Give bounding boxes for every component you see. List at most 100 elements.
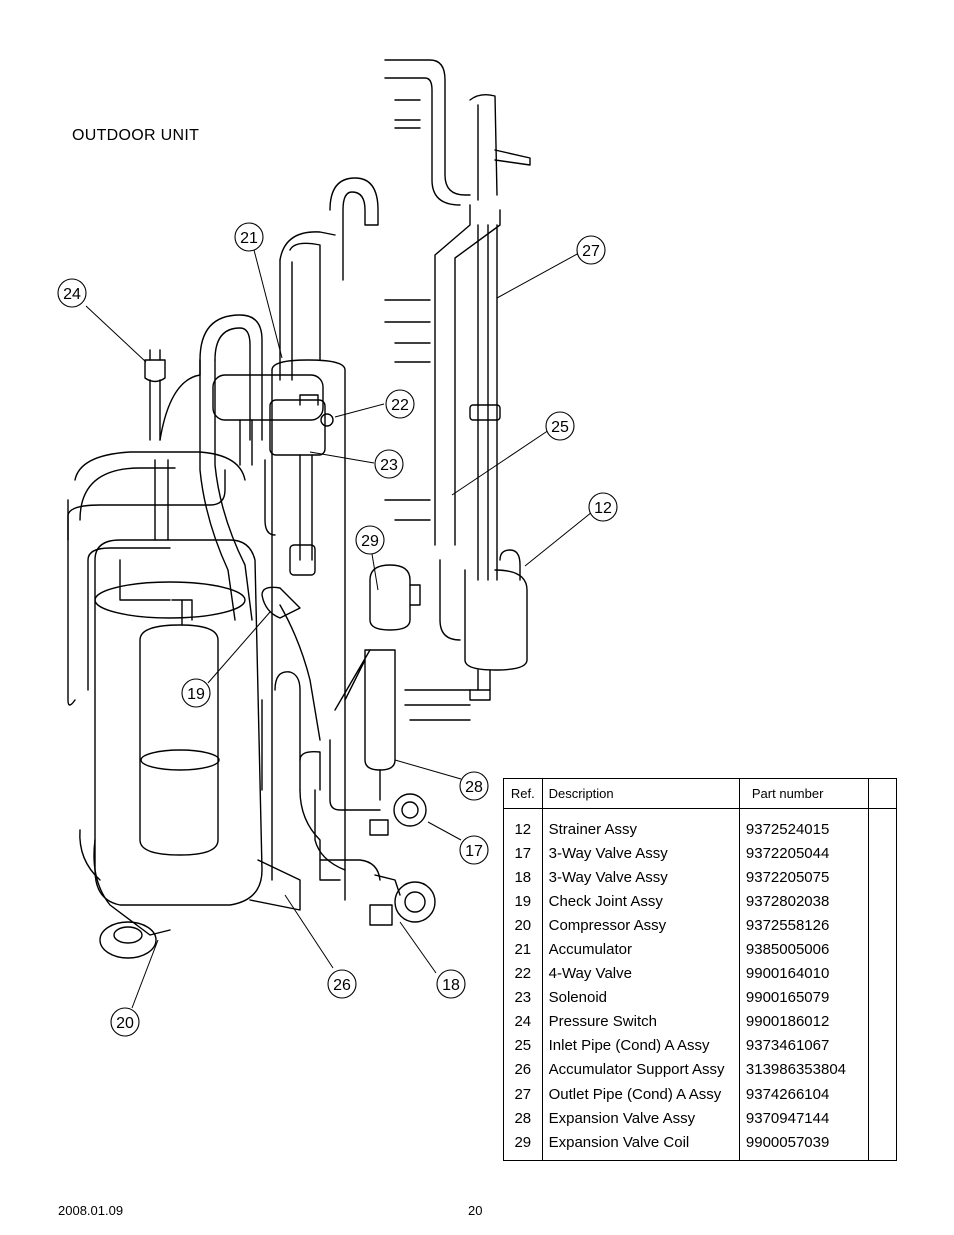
center-column-drawing bbox=[261, 359, 346, 901]
blank-cell bbox=[868, 962, 896, 986]
description-cell: Strainer Assy bbox=[542, 808, 740, 842]
ref-cell: 12 bbox=[503, 808, 543, 842]
svg-text:26: 26 bbox=[333, 977, 351, 994]
svg-text:24: 24 bbox=[63, 286, 81, 303]
description-cell: 4-Way Valve bbox=[542, 961, 740, 986]
blank-cell bbox=[868, 841, 896, 865]
col-header-description: Description bbox=[542, 778, 740, 809]
ref-cell: 17 bbox=[503, 841, 543, 866]
right-pipes-drawing bbox=[384, 59, 531, 721]
part-number-cell: 9900164010 bbox=[739, 961, 869, 986]
part-number-cell: 9900186012 bbox=[739, 1009, 869, 1034]
blank-cell bbox=[868, 937, 896, 961]
ref-cell: 21 bbox=[503, 937, 543, 962]
ref-cell: 27 bbox=[503, 1082, 543, 1107]
callout-28: 28 bbox=[459, 771, 489, 801]
callout-18: 18 bbox=[436, 969, 466, 999]
description-cell: Accumulator Support Assy bbox=[542, 1057, 740, 1083]
svg-text:19: 19 bbox=[187, 686, 205, 703]
callout-17: 17 bbox=[459, 835, 489, 865]
blank-cell bbox=[868, 1010, 896, 1034]
description-cell: Outlet Pipe (Cond) A Assy bbox=[542, 1082, 740, 1107]
callout-21: 21 bbox=[234, 222, 264, 252]
blank-cell bbox=[868, 865, 896, 889]
part-number-cell: 9373461067 bbox=[739, 1033, 869, 1058]
ref-cell: 23 bbox=[503, 985, 543, 1010]
callout-29: 29 bbox=[355, 525, 385, 555]
page-number: 20 bbox=[468, 1203, 483, 1218]
svg-text:18: 18 bbox=[442, 977, 460, 994]
description-cell: Expansion Valve Assy bbox=[542, 1106, 740, 1131]
svg-text:23: 23 bbox=[380, 457, 398, 474]
description-cell: Compressor Assy bbox=[542, 913, 740, 938]
accumulator-drawing bbox=[119, 559, 220, 856]
ref-cell: 26 bbox=[503, 1057, 543, 1083]
callout-22: 22 bbox=[385, 389, 415, 419]
part-number-cell: 9385005006 bbox=[739, 937, 869, 962]
part-number-cell: 9372558126 bbox=[739, 913, 869, 938]
callout-23: 23 bbox=[374, 449, 404, 479]
blank-cell bbox=[868, 986, 896, 1010]
description-cell: Expansion Valve Coil bbox=[542, 1130, 740, 1161]
blank-cell bbox=[868, 1106, 896, 1130]
footer-date: 2008.01.09 bbox=[58, 1203, 124, 1218]
col-header-blank bbox=[868, 778, 897, 809]
ref-cell: 29 bbox=[503, 1130, 543, 1161]
blank-cell bbox=[868, 1034, 896, 1058]
part-number-cell: 9372524015 bbox=[739, 808, 869, 842]
callout-26: 26 bbox=[327, 969, 357, 999]
ref-cell: 22 bbox=[503, 961, 543, 986]
svg-text:21: 21 bbox=[240, 230, 258, 247]
svg-text:29: 29 bbox=[361, 533, 379, 550]
description-cell: Accumulator bbox=[542, 937, 740, 962]
three-way-valves-drawing bbox=[319, 793, 436, 926]
part-number-cell: 9900057039 bbox=[739, 1130, 869, 1161]
callout-20: 20 bbox=[110, 1007, 140, 1037]
ref-cell: 25 bbox=[503, 1033, 543, 1058]
part-number-cell: 9372205075 bbox=[739, 865, 869, 890]
svg-text:20: 20 bbox=[116, 1015, 134, 1032]
expansion-valve-drawing bbox=[329, 564, 421, 811]
part-number-cell: 9900165079 bbox=[739, 985, 869, 1010]
pressure-switch-drawing bbox=[144, 349, 166, 383]
blank-cell bbox=[868, 1130, 896, 1161]
blank-cell bbox=[868, 913, 896, 937]
svg-text:17: 17 bbox=[465, 843, 483, 860]
svg-text:12: 12 bbox=[594, 500, 612, 517]
description-cell: Pressure Switch bbox=[542, 1009, 740, 1034]
col-header-part-number: Part number bbox=[739, 778, 869, 809]
col-header-ref: Ref. bbox=[503, 778, 543, 809]
description-cell: Check Joint Assy bbox=[542, 889, 740, 914]
description-cell: Inlet Pipe (Cond) A Assy bbox=[542, 1033, 740, 1058]
part-number-cell: 9372205044 bbox=[739, 841, 869, 866]
description-cell: Solenoid bbox=[542, 985, 740, 1010]
svg-text:27: 27 bbox=[582, 243, 600, 260]
ref-cell: 18 bbox=[503, 865, 543, 890]
four-way-valve-drawing bbox=[212, 374, 334, 576]
ref-cell: 20 bbox=[503, 913, 543, 938]
description-cell: 3-Way Valve Assy bbox=[542, 865, 740, 890]
part-number-cell: 313986353804 bbox=[739, 1057, 869, 1083]
section-title: OUTDOOR UNIT bbox=[72, 127, 200, 144]
part-number-cell: 9374266104 bbox=[739, 1082, 869, 1107]
blank-cell bbox=[868, 889, 896, 913]
table-header-row: Ref. Description Part number bbox=[503, 778, 897, 809]
callout-25: 25 bbox=[545, 411, 575, 441]
part-number-cell: 9372802038 bbox=[739, 889, 869, 914]
callout-12: 12 bbox=[588, 492, 618, 522]
